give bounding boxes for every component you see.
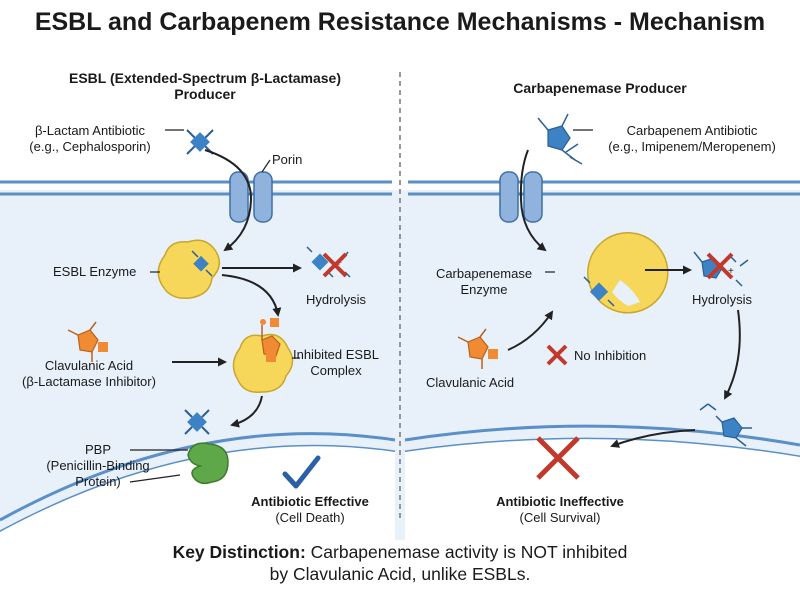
left-panel-title-line1: ESBL (Extended-Spectrum β-Lactamase) bbox=[68, 70, 342, 86]
outcome-left: Antibiotic Effective (Cell Death) bbox=[230, 494, 390, 526]
carbapenem-label-line1: Carbapenem Antibiotic bbox=[626, 123, 758, 138]
pbp-label-line3: Protein) bbox=[75, 474, 121, 489]
no-inhibition-x-icon bbox=[546, 344, 568, 366]
footer-text-line2: by Clavulanic Acid, unlike ESBLs. bbox=[269, 564, 531, 584]
clavulanic-acid-molecule-icon bbox=[457, 328, 498, 369]
fragment-molecules-icon bbox=[699, 403, 752, 447]
left-panel-title-line2: Producer bbox=[174, 86, 236, 102]
page-title: ESBL and Carbapenem Resistance Mechanism… bbox=[34, 8, 766, 36]
outcome-right: Antibiotic Ineffective (Cell Survival) bbox=[470, 494, 650, 526]
inner-membrane bbox=[0, 424, 800, 540]
carbapenem-label-line2: (e.g., Imipenem/Meropenem) bbox=[608, 139, 776, 154]
carbapenemase-enzyme-icon bbox=[583, 232, 669, 314]
footer-text-line1: Carbapenemase activity is NOT inhibited bbox=[305, 542, 628, 562]
right-panel-title: Carbapenemase Producer bbox=[513, 80, 687, 96]
key-distinction-footer: Key Distinction: Carbapenemase activity … bbox=[0, 541, 800, 585]
inhibited-complex-label-line2: Complex bbox=[310, 363, 362, 378]
clavulanic-acid-label-line2: (β-Lactamase Inhibitor) bbox=[22, 374, 156, 389]
hydrolysis-label-left: Hydrolysis bbox=[306, 292, 366, 307]
outcome-left-sub: (Cell Death) bbox=[275, 510, 345, 525]
carbapenem-molecule-icon bbox=[537, 113, 583, 165]
pbp-icon bbox=[187, 442, 229, 485]
antibiotic-near-pbp-icon bbox=[184, 409, 210, 435]
beta-lactam-label-line1: β-Lactam Antibiotic bbox=[34, 123, 146, 138]
clavulanic-acid-label-left: Clavulanic Acid (β-Lactamase Inhibitor) bbox=[0, 358, 178, 390]
large-red-x-icon bbox=[536, 436, 580, 480]
carbapenem-label: Carbapenem Antibiotic (e.g., Imipenem/Me… bbox=[592, 123, 792, 155]
porin-right bbox=[499, 171, 543, 223]
outcome-right-title: Antibiotic Ineffective bbox=[496, 494, 624, 509]
beta-lactam-molecule-icon bbox=[186, 129, 214, 155]
carbapenemase-enzyme-label-line1: Carbapenemase bbox=[435, 266, 533, 281]
porin-label: Porin bbox=[272, 152, 303, 167]
checkmark-icon bbox=[282, 455, 321, 489]
carbapenemase-enzyme-label: Carbapenemase Enzyme bbox=[424, 266, 544, 298]
outcome-right-sub: (Cell Survival) bbox=[519, 510, 601, 525]
red-x-icon bbox=[322, 252, 348, 278]
pbp-label-line1: PBP bbox=[84, 442, 111, 457]
clavulanic-acid-molecule-icon bbox=[67, 321, 108, 362]
porin-left bbox=[229, 171, 273, 223]
left-panel-title: ESBL (Extended-Spectrum β-Lactamase) Pro… bbox=[20, 70, 390, 102]
beta-lactam-label-line2: (e.g., Cephalosporin) bbox=[29, 139, 151, 154]
beta-lactam-label: β-Lactam Antibiotic (e.g., Cephalosporin… bbox=[10, 123, 170, 155]
hydrolysis-label-right: Hydrolysis bbox=[692, 292, 752, 307]
esbl-enzyme-icon bbox=[157, 239, 221, 300]
carbapenemase-enzyme-label-line2: Enzyme bbox=[460, 282, 508, 297]
clavulanic-acid-label-line1: Clavulanic Acid bbox=[44, 358, 134, 373]
esbl-enzyme-label: ESBL Enzyme bbox=[53, 264, 137, 279]
inhibited-esbl-complex-icon bbox=[232, 318, 294, 393]
svg-text:+: + bbox=[728, 266, 734, 277]
outcome-left-title: Antibiotic Effective bbox=[251, 494, 369, 509]
no-inhibition-label: No Inhibition bbox=[574, 348, 647, 363]
red-x-icon bbox=[706, 252, 734, 280]
pbp-label: PBP (Penicillin-Binding Protein) bbox=[30, 442, 166, 490]
inhibited-complex-label-line1: Inhibited ESBL bbox=[292, 347, 379, 362]
outer-membrane bbox=[0, 180, 800, 196]
footer-bold: Key Distinction: bbox=[172, 542, 306, 562]
pbp-label-line2: (Penicillin-Binding bbox=[46, 458, 150, 473]
clavulanic-acid-label-right: Clavulanic Acid bbox=[426, 375, 515, 390]
inhibited-complex-label: Inhibited ESBL Complex bbox=[286, 347, 386, 379]
